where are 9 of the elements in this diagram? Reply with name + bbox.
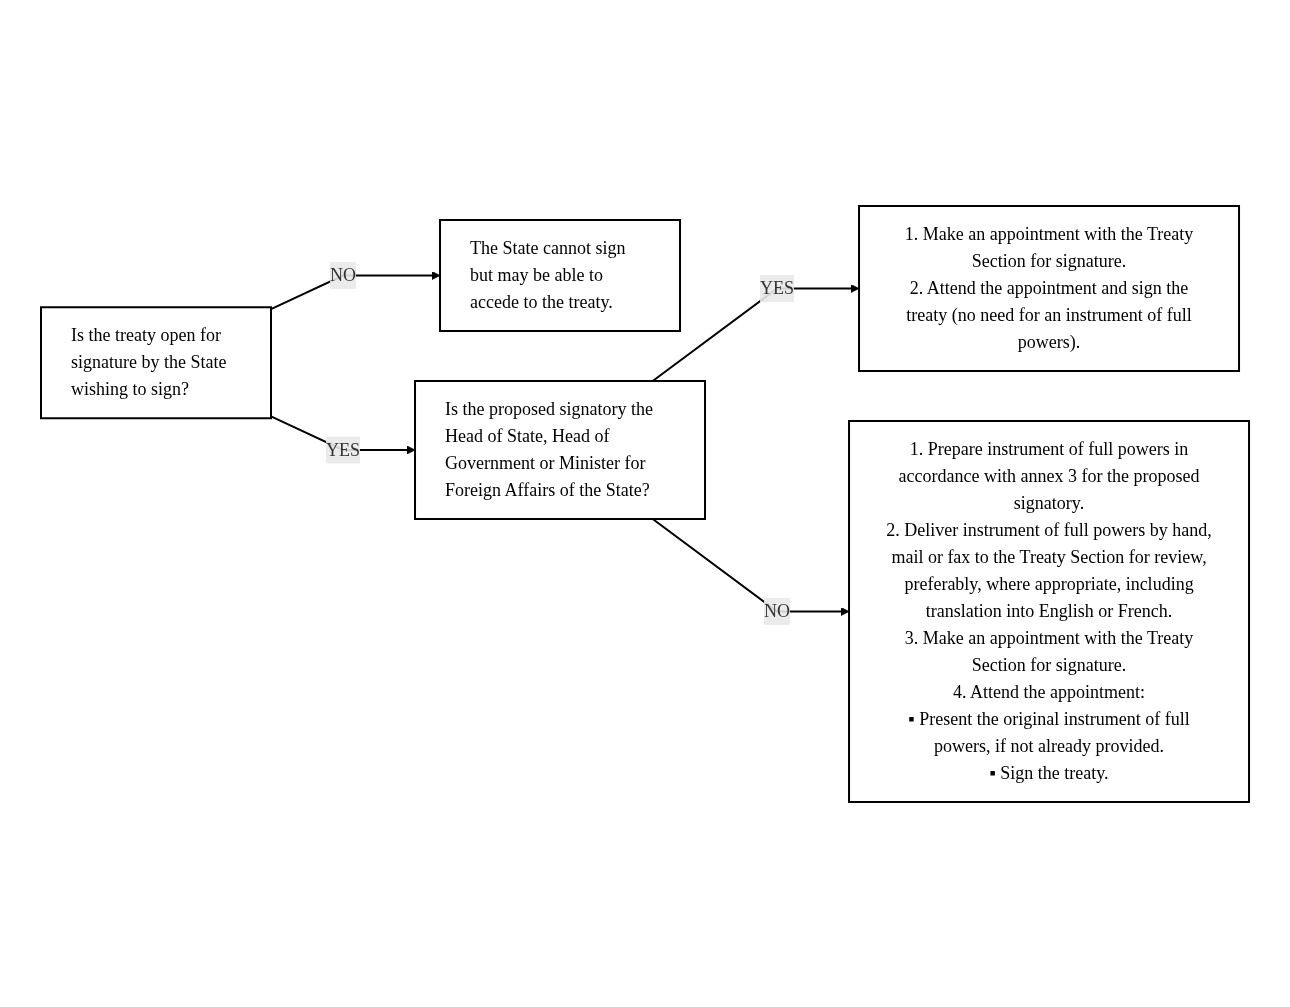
node-box: 1. Prepare instrument of full powers in accordance with annex 3 for the proposed signatory. 2. Deliver instrument of full powers by hand, mail or fax to the Treaty Section for review, preferably, where appropriate, including translation into English or French. 3. Make an appointment with the Treaty Section for signature. 4. Attend the appointment: ▪ Present the original instrument of full powers, if not already provided. ▪ Sign the treaty. <box>848 419 1250 803</box>
node-box: Is the proposed signatory the Head of State, Head of Government or Minister for Foreign Affairs of the State? <box>414 379 706 520</box>
edge-label: NO <box>329 264 356 285</box>
node-box: Is the treaty open for signature by the State wishing to sign? <box>40 305 272 419</box>
edge-label: NO <box>764 600 791 621</box>
edge-label: YES <box>760 277 795 298</box>
node-box: The State cannot sign but may be able to accede to the treaty. <box>439 218 681 332</box>
node-box: 1. Make an appointment with the Treaty Section for signature. 2. Attend the appointment and sign the treaty (no need for an instrument of full powers). <box>858 204 1240 372</box>
edge-label: YES <box>325 439 360 459</box>
